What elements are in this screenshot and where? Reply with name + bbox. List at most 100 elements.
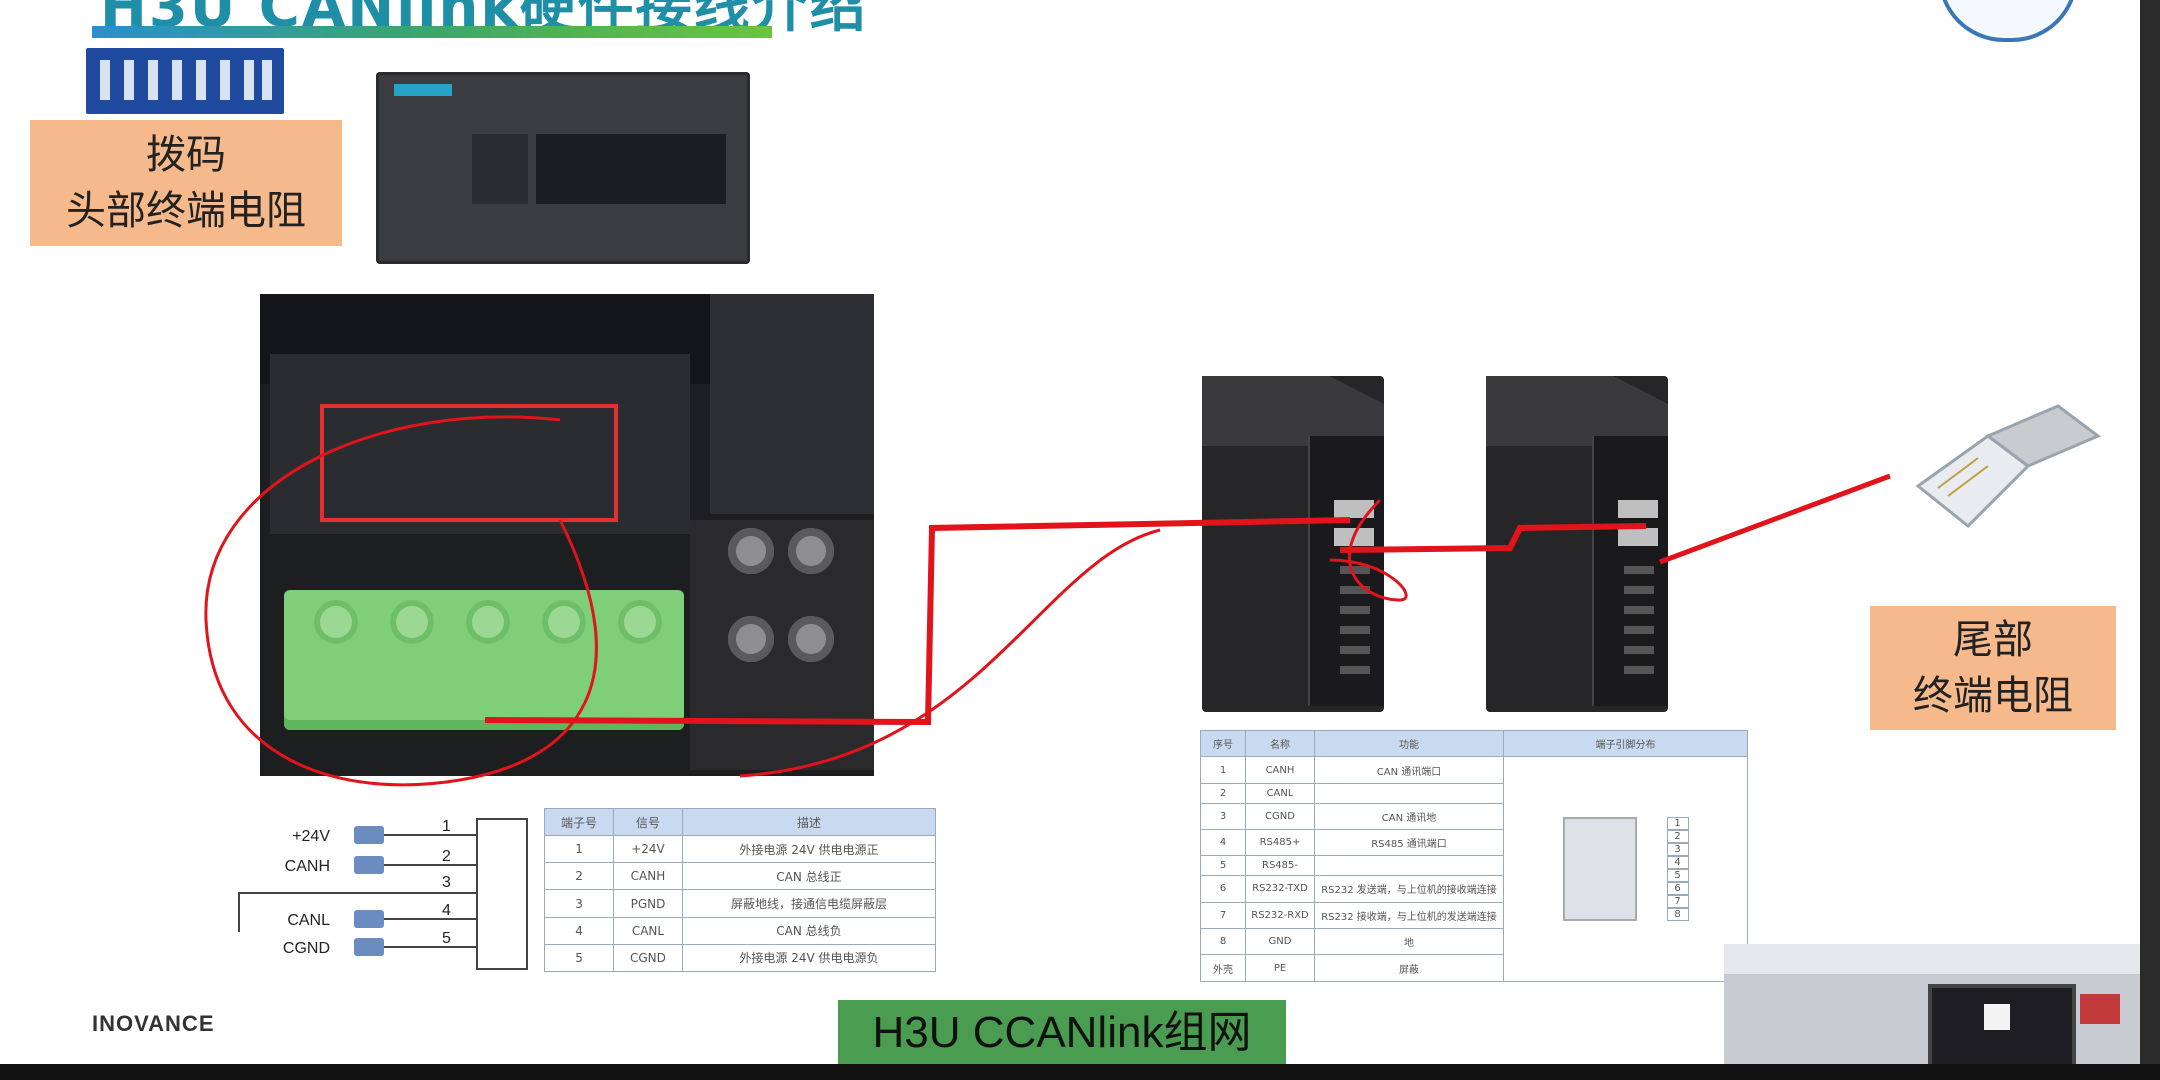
table-cell: RS232 发送端，与上位机的接收端连接 (1314, 875, 1504, 903)
tail-label-line1: 尾部 (1953, 617, 2033, 663)
table-cell: 外壳 (1200, 954, 1246, 982)
table-cell: CAN 总线负 (681, 916, 937, 945)
pin-number: 2 (442, 848, 451, 865)
pin-number: 5 (1666, 869, 1689, 883)
tail-label-line2: 终端电阻 (1913, 673, 2073, 719)
plc-pin-table: 端子号 信号 描述 1 +24V 外接电源 24V 供电电源正 2 CANH C… (543, 807, 937, 973)
tail-terminal-resistor-label: 尾部 终端电阻 (1870, 606, 2116, 730)
table-cell: 外接电源 24V 供电电源负 (681, 943, 937, 973)
table-cell: CGND (1245, 802, 1315, 831)
table-cell: PGND (613, 889, 683, 918)
table-row: 4 CANL CAN 总线负 (543, 916, 937, 945)
table-header: 描述 (681, 807, 937, 837)
table-cell: CAN 通讯地 (1314, 802, 1504, 831)
pin-name: CANL (287, 912, 330, 929)
dip-switch-image (86, 48, 284, 114)
table-cell: 1 (543, 835, 615, 864)
pin-name: +24V (292, 828, 330, 845)
servo-drive-2 (1486, 376, 1668, 712)
table-cell: 8 (1200, 928, 1246, 956)
window-right-edge (2140, 0, 2160, 1080)
pin-number: 7 (1666, 895, 1689, 909)
drive-pin-table: 序号 名称 功能 端子引脚分布 1 CANH CAN 通讯端口 1 2 3 4 … (1200, 729, 1748, 982)
table-cell: 5 (543, 943, 615, 973)
title-underline (92, 26, 772, 38)
pin-number: 4 (1666, 856, 1689, 870)
table-cell: 7 (1200, 901, 1246, 930)
table-cell: 4 (543, 916, 615, 945)
table-cell (1314, 782, 1504, 804)
pin-number: 6 (1666, 882, 1689, 896)
table-cell: RS485+ (1245, 829, 1315, 857)
table-cell: CAN 总线正 (681, 862, 937, 891)
table-cell: CANH (613, 862, 683, 891)
webcam-overlay (1724, 944, 2140, 1064)
table-cell: CAN 通讯端口 (1314, 756, 1504, 784)
table-header: 功能 (1314, 729, 1504, 758)
table-header: 端子号 (543, 807, 615, 837)
table-row: 5 CGND 外接电源 24V 供电电源负 (543, 943, 937, 973)
table-cell: RS485 通讯端口 (1314, 829, 1504, 857)
table-row: 1 CANH CAN 通讯端口 1 2 3 4 5 6 7 8 (1200, 756, 1748, 982)
table-header: 序号 (1200, 729, 1246, 758)
table-cell: 5 (1200, 855, 1246, 877)
table-cell: 2 (1200, 782, 1246, 804)
inovance-logo: INOVANCE (92, 1011, 215, 1036)
pin-number: 1 (442, 818, 451, 835)
table-cell: GND (1245, 928, 1315, 956)
table-cell: 地 (1314, 928, 1504, 956)
table-cell: CANL (1245, 782, 1315, 804)
black-terminal-block (690, 520, 874, 770)
table-cell: 屏蔽 (1314, 954, 1504, 982)
pin-name: CGND (282, 940, 330, 957)
table-cell: 外接电源 24V 供电电源正 (681, 835, 937, 864)
table-cell: CANH (1245, 756, 1315, 784)
pin-name: CANH (284, 858, 330, 875)
h3u-plc-image (376, 72, 750, 264)
pin-number: 3 (442, 874, 451, 891)
table-cell: RS232-RXD (1245, 901, 1315, 930)
rj45-terminator-plug (1915, 404, 2101, 529)
slide-banner: H3U CCANlink组网 (838, 1000, 1286, 1066)
red-wiring-annotation (204, 415, 1891, 787)
pin-number: 1 (1666, 817, 1689, 831)
table-cell (1314, 855, 1504, 877)
pin-number: 5 (442, 930, 451, 947)
pin-number: 4 (442, 902, 451, 919)
table-cell: CGND (613, 943, 683, 973)
table-cell: 1 (1200, 756, 1246, 784)
table-cell: 2 (543, 862, 615, 891)
bottom-edge (0, 1064, 2160, 1080)
table-cell: RS232 接收端，与上位机的发送端连接 (1314, 901, 1504, 930)
pin-diagram: +24V CANH CANL CGND 1 2 3 4 5 (210, 818, 530, 970)
table-cell: 3 (543, 889, 615, 918)
table-cell: CANL (613, 916, 683, 945)
pin-number: 8 (1666, 908, 1689, 922)
table-cell: +24V (613, 835, 683, 864)
dip-label-line2: 头部终端电阻 (66, 188, 306, 234)
table-header: 信号 (613, 807, 683, 837)
servo-drive-1 (1202, 376, 1384, 712)
pin-number: 3 (1666, 843, 1689, 857)
table-cell: 4 (1200, 829, 1246, 857)
table-row: 3 PGND 屏蔽地线，接通信电缆屏蔽层 (543, 889, 937, 918)
dip-label-line1: 拨码 (146, 132, 226, 178)
table-cell: RS232-TXD (1245, 875, 1315, 903)
green-terminal-block (284, 590, 684, 730)
table-cell: 6 (1200, 875, 1246, 903)
table-cell: RS485- (1245, 855, 1315, 877)
table-cell: 3 (1200, 802, 1246, 831)
table-header: 端子引脚分布 (1503, 729, 1748, 758)
table-cell: PE (1245, 954, 1315, 982)
table-header: 名称 (1245, 729, 1315, 758)
pin-number: 2 (1666, 830, 1689, 844)
table-row: 2 CANH CAN 总线正 (543, 862, 937, 891)
table-cell: 屏蔽地线，接通信电缆屏蔽层 (681, 889, 937, 918)
head-terminal-resistor-label: 拨码 头部终端电阻 (30, 120, 342, 246)
connector-pinout: 1 2 3 4 5 6 7 8 (1503, 756, 1748, 982)
